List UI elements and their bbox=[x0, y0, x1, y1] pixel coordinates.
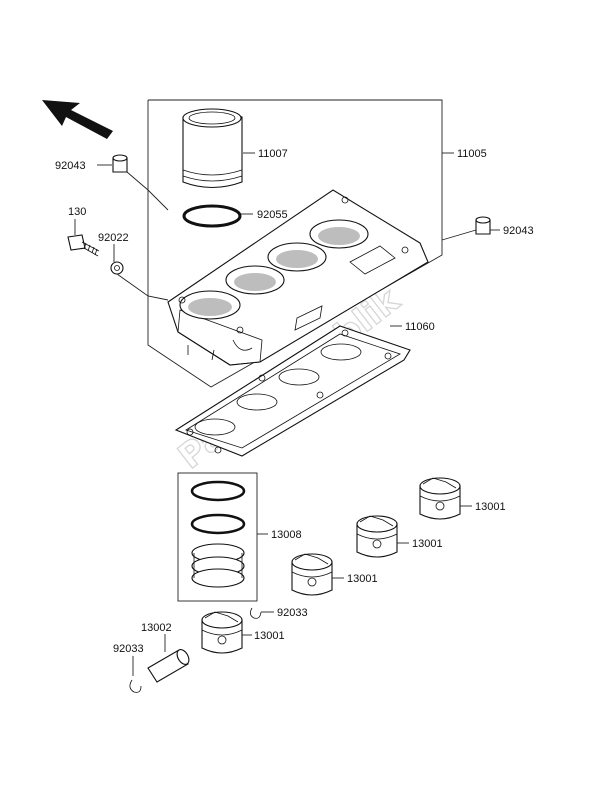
label-130: 130 bbox=[68, 206, 86, 218]
label-92033-b: 92033 bbox=[113, 643, 144, 655]
dowel-pin-left bbox=[112, 154, 128, 173]
label-92043-right: 92043 bbox=[503, 225, 534, 237]
o-ring bbox=[182, 204, 242, 228]
washer bbox=[110, 261, 124, 275]
piston-pin bbox=[147, 649, 190, 683]
label-92055: 92055 bbox=[257, 209, 288, 221]
cylinder-bolt bbox=[67, 234, 100, 257]
piston-2 bbox=[291, 553, 333, 596]
label-13002: 13002 bbox=[141, 622, 172, 634]
label-13008: 13008 bbox=[271, 529, 302, 541]
cylinder-liner bbox=[182, 108, 243, 189]
label-13001-c: 13001 bbox=[347, 573, 378, 585]
ring-set-frame bbox=[177, 472, 258, 602]
piston-4 bbox=[419, 477, 461, 520]
leader-lines bbox=[74, 152, 500, 676]
circlip-2 bbox=[250, 607, 262, 619]
label-13001-d: 13001 bbox=[254, 630, 285, 642]
front-direction-arrow-icon bbox=[42, 100, 113, 139]
label-13001-a: 13001 bbox=[475, 501, 506, 513]
label-13001-b: 13001 bbox=[412, 538, 443, 550]
piston-3 bbox=[356, 515, 398, 558]
piston-1 bbox=[201, 611, 243, 654]
piston-ring-set bbox=[190, 480, 246, 588]
label-92043-left: 92043 bbox=[55, 160, 86, 172]
label-11005: 11005 bbox=[457, 148, 487, 160]
head-gasket bbox=[174, 325, 411, 457]
label-92033-a: 92033 bbox=[277, 607, 308, 619]
label-11007: 11007 bbox=[258, 148, 288, 160]
circlip-1 bbox=[129, 679, 142, 693]
label-92022: 92022 bbox=[98, 232, 129, 244]
dowel-pin-right bbox=[475, 216, 491, 235]
cylinder-block bbox=[167, 189, 429, 366]
label-11060: 11060 bbox=[405, 321, 435, 333]
